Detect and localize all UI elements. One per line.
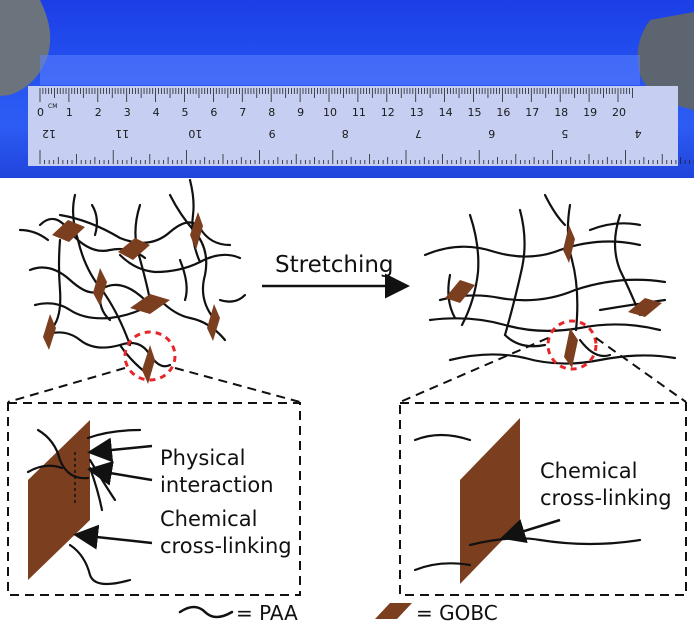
ruler-cm-label: 10 (323, 106, 337, 119)
ruler-cm-label: 13 (410, 106, 424, 119)
ruler-cm-label: 3 (124, 106, 131, 119)
ruler-cm-label: 6 (210, 106, 217, 119)
ruler-cm-label: 7 (239, 106, 246, 119)
unstretched-network (18, 178, 247, 374)
physical-arrow-2 (87, 460, 153, 486)
ruler-unit: CM (48, 103, 57, 110)
ruler-cm-label: 0 (37, 106, 44, 119)
ruler-inch-label: 5 (561, 127, 568, 140)
ruler-inch-label: 4 (635, 127, 642, 140)
paa-legend-icon (178, 605, 234, 619)
ruler-cm-label: 12 (381, 106, 395, 119)
gobc-legend-icon (375, 603, 412, 619)
paa-legend-label: = PAA (236, 601, 298, 625)
legend: = PAA = GOBC (178, 601, 498, 625)
left-crosslinking-label: cross-linking (160, 534, 292, 558)
ruler-cm-label: 4 (153, 106, 160, 119)
ruler-cm-label: 15 (468, 106, 482, 119)
right-highlight-circle (546, 319, 598, 371)
ruler (28, 86, 678, 166)
stretching-label: Stretching (275, 252, 394, 278)
ruler-inch-label: 8 (342, 127, 349, 140)
ruler-inch-label: 10 (188, 127, 202, 140)
ruler-cm-label: 11 (352, 106, 366, 119)
right-crosslinking-label: cross-linking (540, 486, 672, 510)
ruler-cm-label: 8 (268, 106, 275, 119)
ruler-cm-label: 18 (554, 106, 568, 119)
left-highlight-circle (123, 330, 177, 382)
ruler-cm-label: 2 (95, 106, 102, 119)
ruler-cm-label: 14 (439, 106, 453, 119)
chemical-arrow-right (500, 518, 561, 544)
left-callout-box (7, 402, 301, 596)
ruler-cm-label: 5 (182, 106, 189, 119)
physical-label: Physical (160, 446, 245, 470)
zoom-lines (7, 337, 687, 403)
right-glove (637, 12, 694, 110)
right-gobc-sheet (460, 418, 520, 584)
ruler-inch-label: 6 (488, 127, 495, 140)
right-callout-box (399, 402, 687, 596)
ruler-cm-label: 20 (612, 106, 626, 119)
stretched-gobc-sheets (445, 225, 662, 368)
right-callout-detail (413, 418, 642, 584)
interaction-label: interaction (160, 473, 274, 497)
left-glove (0, 0, 51, 96)
right-chemical-label: Chemical (540, 459, 637, 483)
hydrogel-strip (40, 55, 640, 85)
ruler-inch-label: 9 (269, 127, 276, 140)
ruler-cm-label: 19 (583, 106, 597, 119)
ruler-cm-label: 9 (297, 106, 304, 119)
chemical-arrow-left (73, 524, 153, 550)
ruler-cm-label: 1 (66, 106, 73, 119)
physical-arrow (87, 437, 153, 463)
ruler-inch-label: 7 (415, 127, 422, 140)
unstretched-gobc-sheets (43, 212, 220, 384)
ruler-bottom-labels: 12 11 10 9 8 7 6 5 4 (42, 127, 642, 140)
ruler-ticks (39, 88, 694, 164)
ruler-inch-label: 11 (115, 127, 129, 140)
stretched-network (423, 193, 677, 365)
ruler-cm-label: 17 (525, 106, 539, 119)
ruler-cm-label: 16 (496, 106, 510, 119)
left-callout-detail (26, 420, 153, 586)
ruler-inch-label: 12 (42, 127, 56, 140)
gobc-legend-label: = GOBC (416, 601, 498, 625)
left-chemical-label: Chemical (160, 507, 257, 531)
